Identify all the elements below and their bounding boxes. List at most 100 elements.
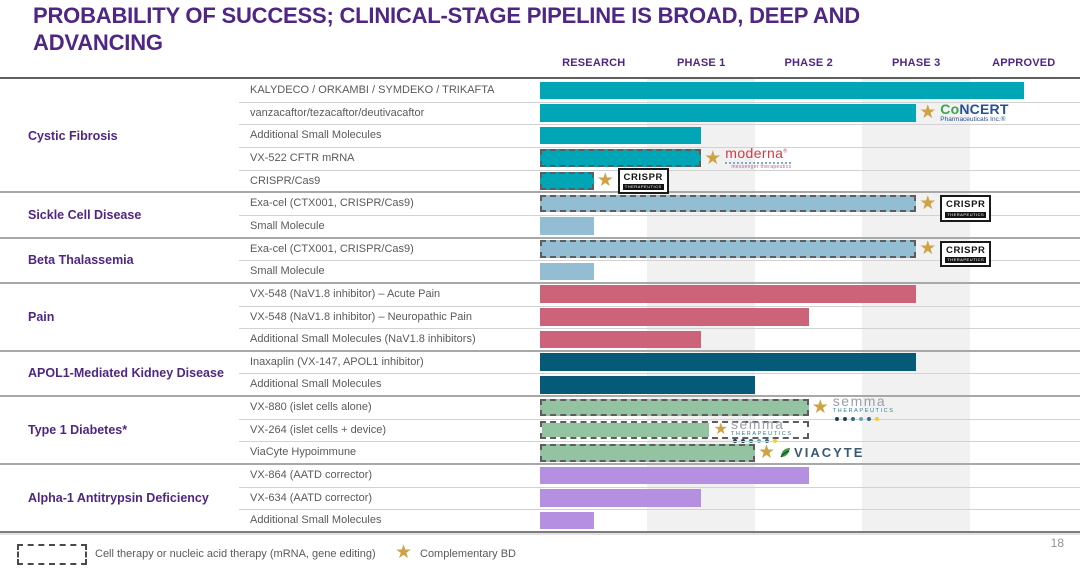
program-label: Additional Small Molecules [250, 514, 382, 527]
pipeline-bar [540, 149, 702, 168]
pipeline-bar [540, 262, 594, 281]
column-header-phase-1: PHASE 1 [677, 57, 726, 69]
page-number: 18 [1050, 536, 1064, 550]
complementary-bd-star-icon: ★ [811, 396, 829, 418]
complementary-bd-star-icon: ★ [919, 238, 937, 260]
legend-dashed-box-icon [17, 544, 87, 565]
page-title: PROBABILITY OF SUCCESS; CLINICAL-STAGE P… [33, 3, 860, 55]
complementary-bd-star-icon: ★ [713, 421, 728, 439]
column-header-phase-2: PHASE 2 [784, 57, 833, 69]
program-label: VX-864 (AATD corrector) [250, 469, 373, 482]
disease-label: Cystic Fibrosis [28, 128, 118, 143]
program-label: Exa-cel (CTX001, CRISPR/Cas9) [250, 197, 414, 210]
group-separator [0, 463, 1080, 466]
complementary-bd-star-icon: ★ [758, 442, 776, 464]
pipeline-bar [540, 217, 594, 236]
program-label: VX-548 (NaV1.8 inhibitor) – Neuropathic … [250, 310, 472, 323]
row-separator [239, 486, 1080, 488]
group-separator [0, 236, 1080, 239]
row-separator [239, 509, 1080, 511]
row-separator [239, 146, 1080, 148]
legend-star-label: Complementary BD [420, 548, 516, 560]
column-header-research: RESEARCH [562, 57, 626, 69]
row-separator [239, 124, 1080, 126]
pipeline-bar [540, 126, 702, 145]
moderna-logo: moderna®messenger therapeutics [725, 145, 792, 171]
viacyte-logo: VIACYTE [779, 446, 864, 459]
group-separator [0, 395, 1080, 398]
complementary-bd-star-icon: ★ [919, 102, 937, 124]
disease-label: Alpha-1 Antitrypsin Deficiency [28, 491, 209, 506]
row-separator [239, 328, 1080, 330]
pipeline-bar [540, 104, 917, 122]
pipeline-bar [540, 240, 917, 258]
disease-label: Beta Thalassemia [28, 253, 134, 268]
row-separator [239, 418, 1080, 420]
pipeline-bar [540, 285, 917, 303]
program-label: VX-522 CFTR mRNA [250, 151, 355, 164]
pipeline-bar [540, 398, 809, 417]
program-label: Additional Small Molecules [250, 378, 382, 391]
complementary-bd-star-icon: ★ [596, 170, 614, 192]
column-header-approved: APPROVED [992, 57, 1056, 69]
pipeline-bar [540, 308, 809, 326]
pipeline-bar [540, 194, 917, 213]
pipeline-bar [540, 172, 594, 190]
row-separator [239, 305, 1080, 307]
program-label: VX-548 (NaV1.8 inhibitor) – Acute Pain [250, 287, 441, 300]
program-label: CRISPR/Cas9 [250, 174, 321, 187]
row-separator [239, 260, 1080, 262]
program-label: vanzacaftor/tezacaftor/deutivacaftor [250, 106, 425, 119]
program-label: KALYDECO / ORKAMBI / SYMDEKO / TRIKAFTA [250, 84, 495, 96]
bar-annotation: ★VIACYTE [758, 441, 864, 464]
group-separator [0, 349, 1080, 352]
complementary-bd-star-icon: ★ [704, 147, 722, 169]
legend: Cell therapy or nucleic acid therapy (mR… [0, 538, 700, 568]
row-separator [239, 214, 1080, 216]
program-label: Additional Small Molecules [250, 129, 382, 142]
pipeline-bar [540, 466, 809, 485]
program-label: Exa-cel (CTX001, CRISPR/Cas9) [250, 242, 414, 255]
program-label: Small Molecule [250, 219, 325, 232]
leaf-icon [780, 448, 791, 458]
complementary-bd-star-icon: ★ [919, 193, 937, 215]
pipeline-bar [540, 511, 594, 530]
row-separator [239, 101, 1080, 103]
program-label: VX-634 (AATD corrector) [250, 491, 373, 504]
program-label: Additional Small Molecules (NaV1.8 inhib… [250, 333, 476, 346]
disease-label: Sickle Cell Disease [28, 207, 142, 222]
pipeline-bar [540, 81, 1024, 100]
header-divider [0, 77, 1080, 79]
pipeline-bar [540, 353, 917, 371]
legend-star-icon: ★ [395, 542, 413, 563]
row-separator [239, 441, 1080, 443]
disease-label: Pain [28, 309, 55, 324]
bottom-divider [0, 531, 1080, 535]
program-label: ViaCyte Hypoimmune [250, 446, 357, 459]
pipeline-bar [540, 330, 702, 349]
pipeline-bar [540, 375, 755, 394]
pipeline-bar [540, 443, 755, 462]
program-label: Small Molecule [250, 265, 325, 278]
disease-label: APOL1-Mediated Kidney Disease [28, 366, 224, 381]
row-separator [239, 373, 1080, 375]
disease-label: Type 1 Diabetes* [28, 423, 128, 438]
program-label: Inaxaplin (VX-147, APOL1 inhibitor) [250, 355, 424, 368]
column-header-phase-3: PHASE 3 [892, 57, 941, 69]
pipeline-bar [540, 489, 702, 507]
program-label: VX-880 (islet cells alone) [250, 401, 372, 414]
legend-dashed-label: Cell therapy or nucleic acid therapy (mR… [95, 548, 376, 560]
